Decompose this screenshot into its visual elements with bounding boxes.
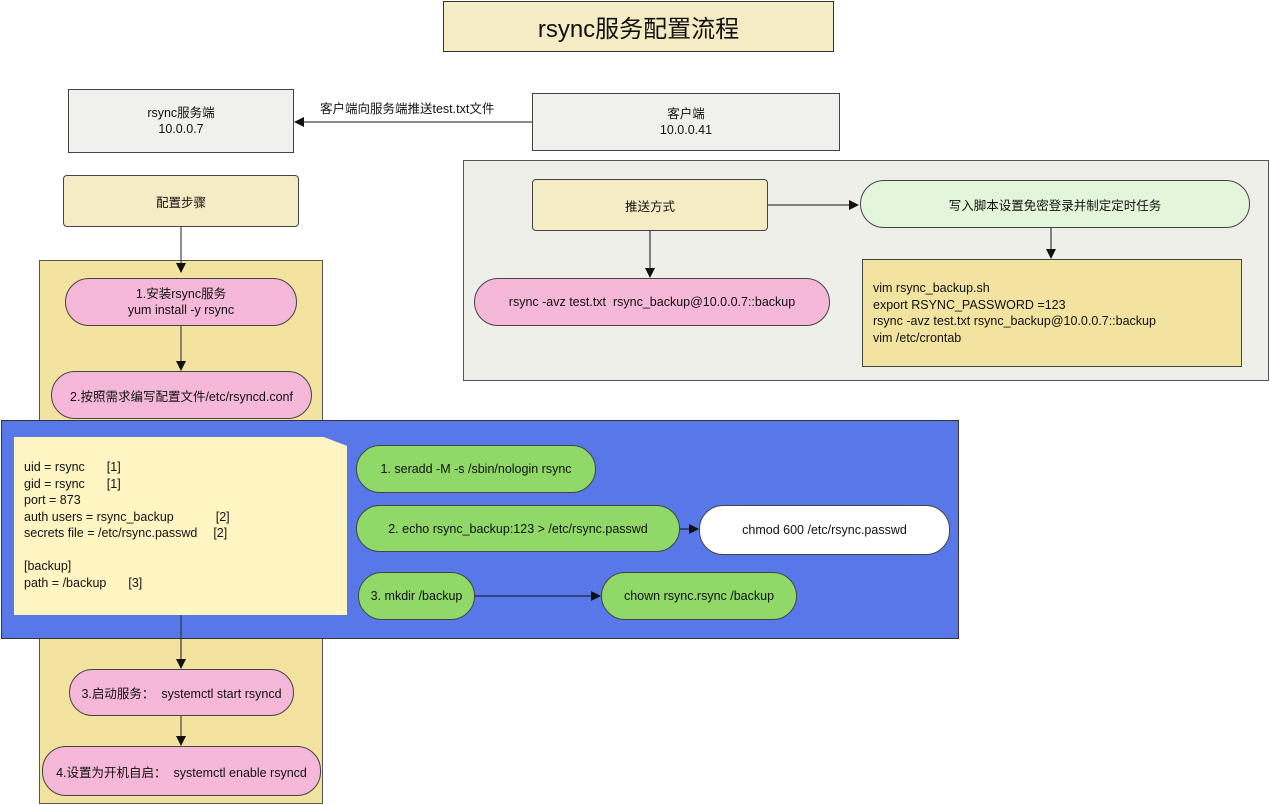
chown-label: chown rsync.rsync /backup [623,589,775,603]
step3-label: 3.启动服务： systemctl start rsyncd [81,687,282,701]
conf-tag: [1] [106,460,121,474]
client-node: 客户端 10.0.0.41 [532,93,840,151]
step1-node: 1.安装rsync服务 yum install -y rsync [65,278,297,326]
server-node: rsync服务端 10.0.0.7 [68,89,294,153]
script-task-node: 写入脚本设置免密登录并制定定时任务 [860,180,1250,228]
step1-title: 1.安装rsync服务 [135,287,227,301]
conf-line: uid = rsync[1] [24,460,121,474]
conf-line [24,542,337,559]
conf-tag: [2] [213,526,228,540]
useradd-label: 1. seradd -M -s /sbin/nologin rsync [380,462,572,476]
push-command-node: rsync -avz test.txt rsync_backup@10.0.0.… [474,278,830,326]
mkdir-label: 3. mkdir /backup [370,589,463,603]
echo-passwd-node: 2. echo rsync_backup:123 > /etc/rsync.pa… [356,505,680,552]
script-line: vim rsync_backup.sh [873,281,990,295]
config-steps-label: 配置步骤 [155,195,206,210]
config-steps-header: 配置步骤 [63,175,299,227]
conf-line: path = /backup[3] [24,575,143,590]
conf-line: gid = rsync[1] [24,476,121,491]
script-line: vim /etc/crontab [873,330,962,345]
chmod-label: chmod 600 /etc/rsync.passwd [742,523,907,537]
conf-line: [backup] [24,559,72,573]
client-name: 客户端 [667,107,705,121]
useradd-node: 1. seradd -M -s /sbin/nologin rsync [356,445,596,493]
script-code-box: vim rsync_backup.sh export RSYNC_PASSWOR… [862,259,1242,367]
chown-node: chown rsync.rsync /backup [601,572,797,620]
conf-line: secrets file = /etc/rsync.passwd[2] [24,526,228,540]
script-line: export RSYNC_PASSWORD =123 [873,297,1066,312]
step4-label: 4.设置为开机自启： systemctl enable rsyncd [56,765,307,780]
push-method-label: 推送方式 [624,199,675,214]
conf-line: port = 873 [24,493,81,507]
rsyncd-conf-note: uid = rsync[1] gid = rsync[1] port = 873… [14,437,347,615]
conf-tag: [2] [215,509,230,524]
push-method-node: 推送方式 [532,179,768,231]
diagram-title: rsync服务配置流程 [443,1,834,52]
script-task-label: 写入脚本设置免密登录并制定定时任务 [948,198,1162,213]
conf-tag: [3] [128,575,143,590]
conf-tag: [1] [106,476,121,491]
step4-node: 4.设置为开机自启： systemctl enable rsyncd [42,746,321,796]
step2-label: 2.按照需求编写配置文件/etc/rsyncd.conf [70,389,293,404]
mkdir-node: 3. mkdir /backup [358,572,475,620]
conf-line: auth users = rsync_backup[2] [24,509,230,524]
step3-node: 3.启动服务： systemctl start rsyncd [69,669,294,716]
push-command-label: rsync -avz test.txt rsync_backup@10.0.0.… [508,295,796,309]
step1-command: yum install -y rsync [127,303,235,317]
diagram-title-text: rsync服务配置流程 [537,16,740,43]
chmod-node: chmod 600 /etc/rsync.passwd [699,505,950,555]
client-ip: 10.0.0.41 [659,123,713,137]
push-edge-label: 客户端向服务端推送test.txt文件 [320,102,495,116]
script-line: rsync -avz test.txt rsync_backup@10.0.0.… [873,314,1156,328]
echo-passwd-label: 2. echo rsync_backup:123 > /etc/rsync.pa… [388,521,648,536]
server-name: rsync服务端 [147,106,215,120]
server-ip: 10.0.0.7 [158,122,204,136]
step2-node: 2.按照需求编写配置文件/etc/rsyncd.conf [51,371,312,419]
